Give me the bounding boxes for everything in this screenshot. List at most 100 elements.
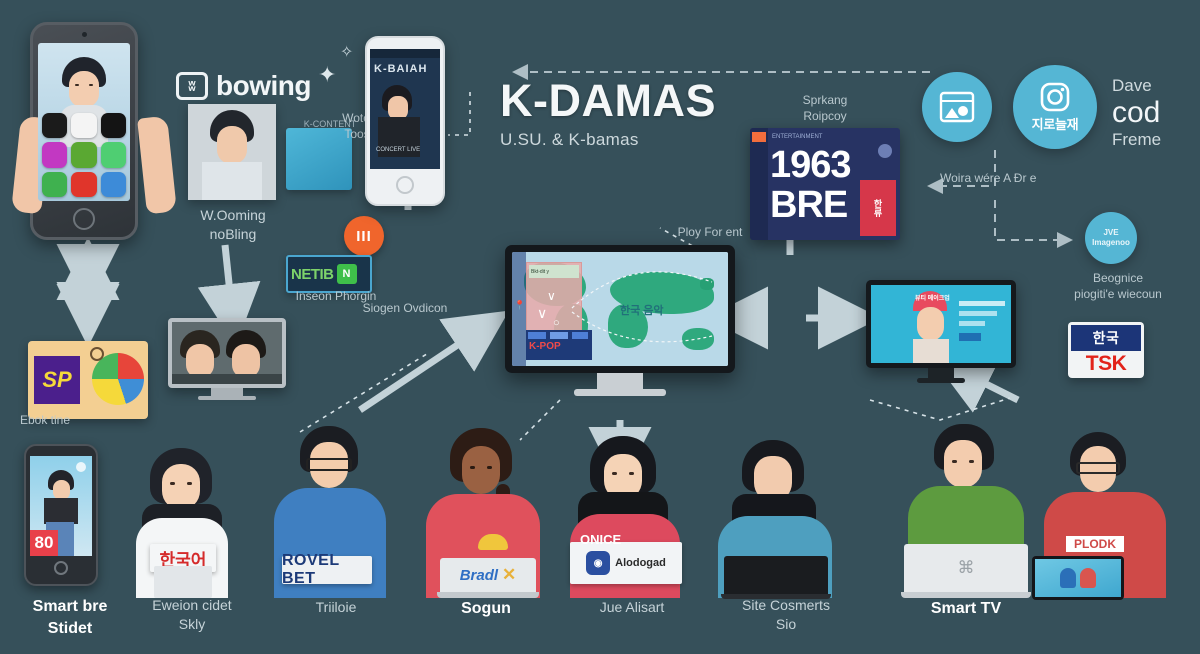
- phone80-top: [44, 497, 78, 524]
- netib-card[interactable]: NETIB N: [286, 255, 372, 293]
- chart-bar-2: [550, 332, 568, 339]
- map-africa: [608, 304, 648, 348]
- map-label: 한국 음악: [620, 305, 664, 317]
- right-text-2: cod: [1112, 95, 1161, 129]
- circle-browser-node[interactable]: [922, 72, 992, 142]
- beauty-cta-button[interactable]: [959, 333, 981, 341]
- tsk-logo-card[interactable]: 한국 TSK: [1068, 322, 1144, 378]
- beauty-screen-label: 뷰티 메이크업: [915, 296, 950, 302]
- card-sidebar: [750, 128, 768, 240]
- concert-home-button[interactable]: [396, 175, 414, 194]
- app-icon-messages[interactable]: [100, 142, 127, 168]
- promo-blue-card[interactable]: [286, 128, 352, 190]
- app-icon-music[interactable]: [42, 142, 68, 168]
- ebook-bulb-icon: [90, 347, 104, 361]
- sogun-face: [462, 446, 500, 494]
- circle-small-caption: Beognice piogiti'e wiecoun: [1048, 270, 1188, 302]
- sogun-laptop-screen[interactable]: Bradl ✕: [440, 558, 536, 592]
- photo-body: [202, 162, 262, 200]
- circle-small-cap-2: piogiti'e wiecoun: [1074, 287, 1162, 302]
- app-icon-notes[interactable]: [100, 171, 127, 197]
- app-icon-store[interactable]: [71, 142, 97, 168]
- circle-small-node[interactable]: JVE Imagenoo: [1085, 212, 1137, 264]
- commenter-laptop-base: [721, 594, 831, 599]
- commenter-laptop[interactable]: [721, 556, 831, 599]
- reader-girl[interactable]: 한국어: [128, 448, 238, 598]
- app-icon-photos[interactable]: [71, 112, 97, 139]
- circle-instagram-node[interactable]: 지로늘재: [1013, 65, 1097, 149]
- idol-monitor-screen[interactable]: [172, 322, 282, 384]
- idol-pair-monitor[interactable]: [168, 318, 286, 400]
- idol-photo-card[interactable]: [188, 104, 276, 200]
- tvguy-laptop[interactable]: ⌘: [901, 544, 1031, 598]
- orange-badge[interactable]: III: [344, 216, 384, 256]
- smart-phone-80[interactable]: 80: [24, 444, 98, 586]
- map-toolbar[interactable]: [512, 252, 526, 366]
- ebook-caption: Ebok tine: [20, 413, 71, 427]
- fan-caption-1: W.Ooming: [200, 207, 266, 223]
- tvguy-laptop-screen[interactable]: ⌘: [904, 544, 1028, 592]
- smartphone-device[interactable]: [30, 22, 138, 240]
- app-icon-settings[interactable]: [100, 112, 127, 139]
- sogun-hand-item: [478, 534, 508, 550]
- tvguy-face: [944, 440, 982, 488]
- idol-monitor-caption-bar: [172, 374, 282, 384]
- netib-label: NETIB: [291, 265, 334, 283]
- tablet-viewer[interactable]: PLODK: [1032, 432, 1166, 600]
- phone80-badge: 80: [30, 529, 58, 556]
- beauty-monitor-screen[interactable]: 뷰티 메이크업: [871, 285, 1011, 363]
- fan-eye-left: [612, 472, 617, 475]
- promo-blue-text: K-CONTENT: [303, 119, 357, 129]
- fan-placard[interactable]: ◉ Alodogad: [570, 542, 682, 584]
- student-sign[interactable]: ROVEL BET: [282, 552, 372, 587]
- circle-small-label-1: JVE: [1103, 228, 1119, 238]
- reader-book[interactable]: [154, 566, 212, 598]
- phone-screen[interactable]: [38, 43, 130, 201]
- student-glasses[interactable]: ROVEL BET: [272, 426, 392, 598]
- fan-sign[interactable]: ◉ Alodogad ONICE: [566, 436, 684, 598]
- fan-eye-right: [629, 472, 634, 475]
- commenter[interactable]: [716, 440, 834, 599]
- phone-fan-caption: W.Ooming noBling: [178, 206, 288, 244]
- concert-phone-screen[interactable]: K-BAIAH CONCERT LIVE: [370, 48, 440, 169]
- main-monitor-screen[interactable]: 한국 음악 Bkt-dit y ∨ ∨ ○ 2 K-POP: [512, 252, 728, 366]
- label-reader-girl: Eweion cidet Skly: [122, 596, 262, 634]
- app-icon-camera[interactable]: [42, 112, 68, 139]
- map-routes: [571, 271, 713, 343]
- tablet-screen[interactable]: [1035, 559, 1121, 597]
- app-icon-video[interactable]: [71, 171, 97, 197]
- placard-title: ONICE: [580, 532, 622, 547]
- circle-small-cap-1: Beognice: [1092, 271, 1144, 285]
- woman-laptop[interactable]: Bradl ✕: [424, 428, 542, 598]
- phone80-home-button[interactable]: [54, 560, 68, 575]
- browser-image-icon: [939, 91, 975, 123]
- main-monitor-bezel: 한국 음악 Bkt-dit y ∨ ∨ ○ 2 K-POP: [505, 245, 735, 373]
- chart-bar-1: [528, 332, 546, 339]
- app-icon-grid[interactable]: [42, 112, 127, 197]
- label-smart-phone-80-l2: Stidet: [47, 619, 93, 637]
- tablet-figure-1: [1060, 568, 1076, 588]
- apple-logo-icon: ⌘: [957, 558, 975, 577]
- concert-phone[interactable]: K-BAIAH CONCERT LIVE: [365, 36, 445, 206]
- reader-face: [162, 464, 200, 510]
- main-monitor[interactable]: 한국 음악 Bkt-dit y ∨ ∨ ○ 2 K-POP: [505, 245, 735, 396]
- app-icon-phone[interactable]: [42, 171, 68, 197]
- home-button[interactable]: [73, 208, 95, 230]
- concert-title: K-BAIAH: [374, 62, 428, 75]
- placard-text: Alodogad: [615, 557, 666, 569]
- phone-in-hands[interactable]: [11, 22, 177, 240]
- commenter-laptop-screen[interactable]: [724, 556, 828, 594]
- overlay-chart[interactable]: K-POP: [526, 330, 592, 360]
- beauty-monitor-bezel: 뷰티 메이크업: [866, 280, 1016, 368]
- phone80-screen[interactable]: 80: [30, 455, 92, 556]
- ebook-card[interactable]: SP: [28, 341, 148, 419]
- beauty-monitor[interactable]: 뷰티 메이크업: [866, 280, 1016, 384]
- magazine-card-1963[interactable]: ENTERTAINMENT 1963 BRE 한류: [750, 128, 900, 240]
- tablet-device[interactable]: [1032, 556, 1124, 600]
- smart-tv[interactable]: ⌘: [901, 424, 1031, 598]
- singer-body: [378, 116, 420, 157]
- sogun-laptop[interactable]: Bradl ✕: [437, 558, 539, 598]
- card-word: BRE: [770, 184, 848, 226]
- card-avatar: [878, 144, 892, 158]
